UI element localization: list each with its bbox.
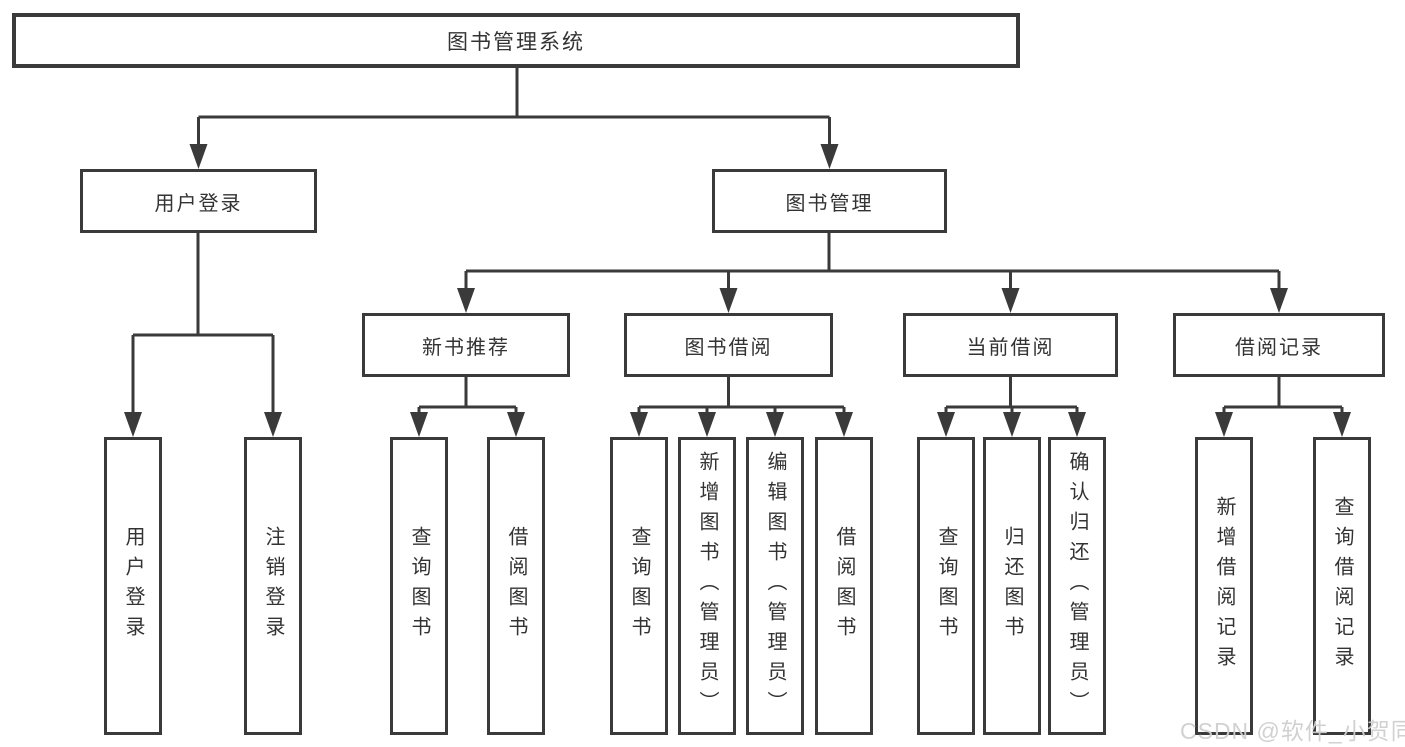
connector-borrow-records-branch xyxy=(1215,377,1351,437)
leaf-confirm-return-admin-label: 确认归还（管理员） xyxy=(1066,451,1088,721)
node-book-borrowing: 图书借阅 xyxy=(624,313,833,377)
leaf-add-borrow-record: 新增借阅记录 xyxy=(1195,437,1253,735)
connector-book-management-branch xyxy=(457,233,1288,313)
node-user-login: 用户登录 xyxy=(80,169,317,233)
leaf-borrow-books-borrowing-label: 借阅图书 xyxy=(833,526,855,646)
leaf-user-login-label: 用户登录 xyxy=(122,526,144,646)
leaf-query-borrow-record-label: 查询借阅记录 xyxy=(1331,496,1353,676)
leaf-query-books-borrowing-label: 查询图书 xyxy=(628,526,650,646)
leaf-query-books-recommend: 查询图书 xyxy=(390,437,448,735)
leaf-query-books-borrowing: 查询图书 xyxy=(610,437,668,735)
leaf-query-borrow-record: 查询借阅记录 xyxy=(1313,437,1371,735)
leaf-borrow-books-recommend-label: 借阅图书 xyxy=(505,526,527,646)
leaf-logout-label: 注销登录 xyxy=(262,526,284,646)
leaf-user-login: 用户登录 xyxy=(104,437,162,735)
leaf-add-book-admin: 新增图书（管理员） xyxy=(678,437,736,735)
connector-book-borrowing-branch xyxy=(630,377,853,437)
leaf-query-books-current-label: 查询图书 xyxy=(935,526,957,646)
leaf-logout: 注销登录 xyxy=(244,437,302,735)
node-new-book-recommend: 新书推荐 xyxy=(362,313,570,377)
leaf-return-books-label: 归还图书 xyxy=(1001,526,1023,646)
leaf-borrow-books-recommend: 借阅图书 xyxy=(487,437,545,735)
connector-user-login-branch xyxy=(124,233,282,437)
node-library-system-root: 图书管理系统 xyxy=(12,13,1020,68)
leaf-query-books-recommend-label: 查询图书 xyxy=(408,526,430,646)
leaf-query-books-current: 查询图书 xyxy=(917,437,975,735)
csdn-watermark: CSDN @软件_小贺同学 xyxy=(1180,718,1405,744)
node-book-management: 图书管理 xyxy=(712,169,947,233)
leaf-return-books: 归还图书 xyxy=(983,437,1041,735)
leaf-edit-book-admin-label: 编辑图书（管理员） xyxy=(764,451,786,721)
leaf-confirm-return-admin: 确认归还（管理员） xyxy=(1048,437,1106,735)
leaf-add-book-admin-label: 新增图书（管理员） xyxy=(696,451,718,721)
leaf-add-borrow-record-label: 新增借阅记录 xyxy=(1213,496,1235,676)
connector-new-book-branch xyxy=(410,377,525,437)
leaf-borrow-books-borrowing: 借阅图书 xyxy=(815,437,873,735)
node-borrow-records: 借阅记录 xyxy=(1173,313,1385,377)
leaf-edit-book-admin: 编辑图书（管理员） xyxy=(746,437,804,735)
connector-root-to-level2 xyxy=(189,68,839,169)
node-current-borrowing: 当前借阅 xyxy=(903,313,1118,377)
connector-current-borrowing-branch xyxy=(937,377,1086,437)
